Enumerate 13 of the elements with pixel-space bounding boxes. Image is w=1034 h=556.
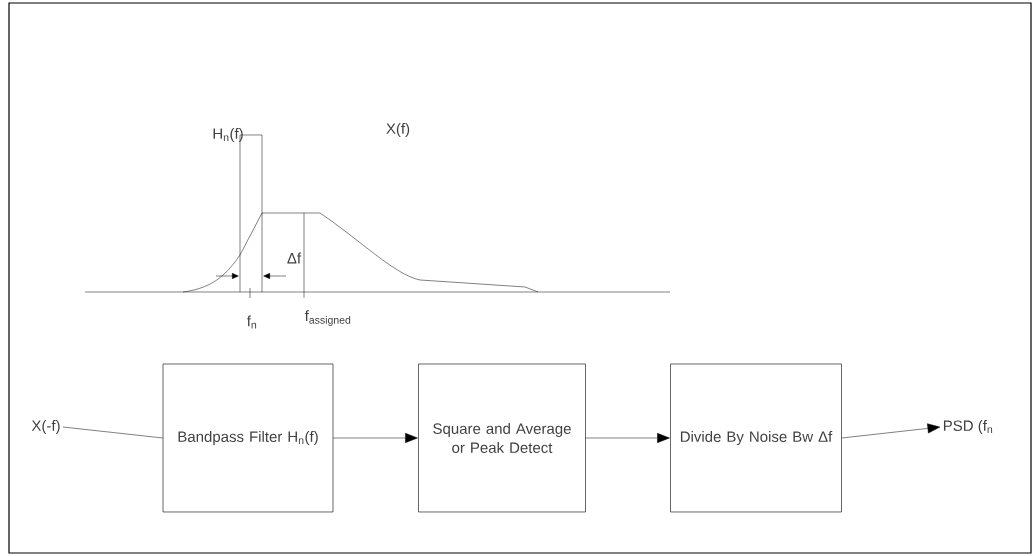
arrow: [333, 433, 418, 443]
signal-label: X(-f): [31, 420, 60, 434]
arrow: [585, 433, 670, 443]
process-box: Square and Average or Peak Detect: [418, 363, 586, 513]
axis-label: f$_{n}$: [246, 315, 257, 329]
axis-label: f$_{assigned}$: [304, 310, 351, 326]
axis-label: X(f): [386, 123, 410, 137]
axis-label: H$_{n}$(f): [213, 128, 243, 142]
arrow: [841, 423, 941, 439]
process-box: Bandpass Filter H$_{n}$(f): [162, 363, 334, 513]
signal-label: PSD (f$_{n}$: [943, 420, 993, 434]
axis-label: Δf: [287, 252, 302, 264]
process-box: Divide By Noise Bw Δf: [670, 363, 842, 513]
